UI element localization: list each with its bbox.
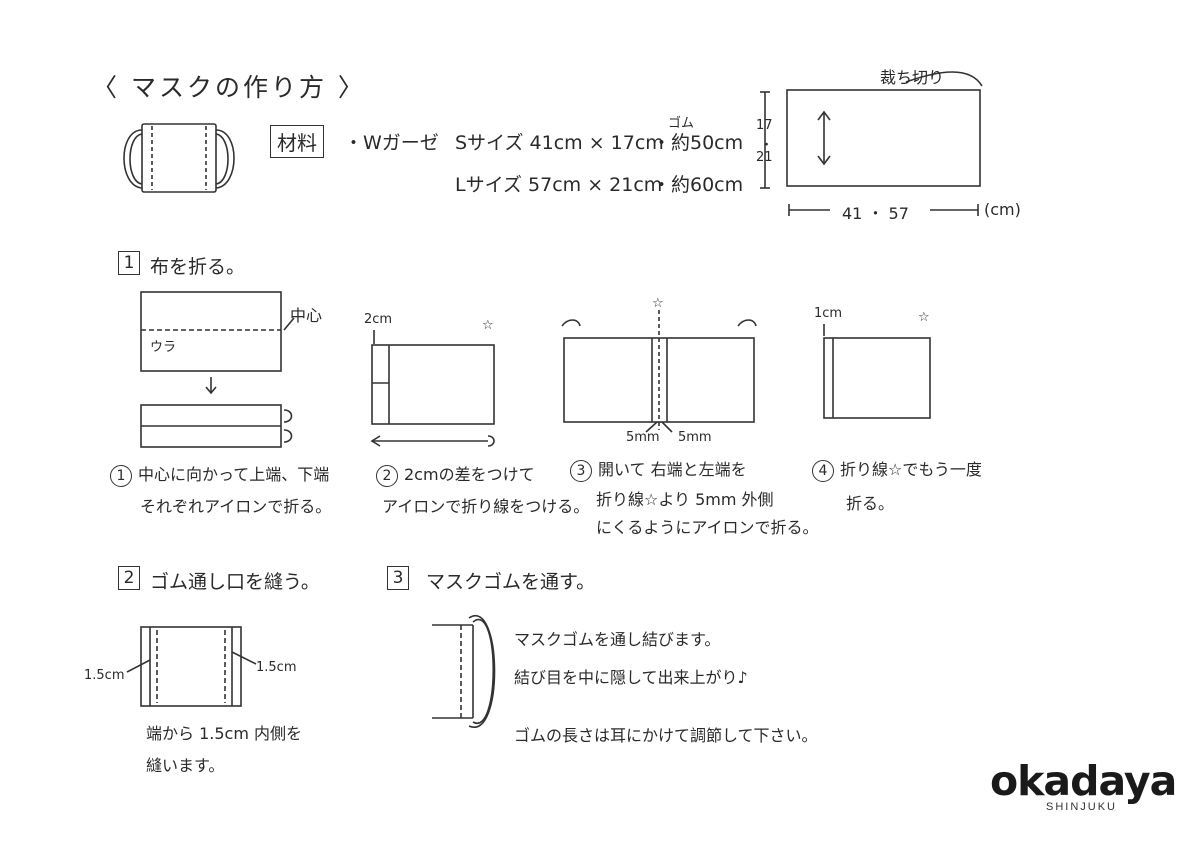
height-top: 17	[756, 118, 773, 133]
sub3-line3: にくるようにアイロンで折る。	[596, 518, 819, 537]
step3-heading: マスクゴムを通す。	[426, 571, 596, 593]
step1-number: 1	[118, 251, 140, 275]
back-label: ウラ	[150, 340, 177, 355]
okadaya-logo-sub: SHINJUKU	[1046, 801, 1118, 813]
height-sep: ・	[760, 138, 774, 153]
step3-line2: 結び目を中に隠して出来上がり♪	[514, 668, 748, 687]
elastic-drawing	[432, 614, 496, 728]
page-title: 〈 マスクの作り方 〉	[92, 73, 366, 102]
step2-heading: ゴム通し口を縫う。	[150, 571, 320, 593]
fold-fig-2	[370, 330, 495, 447]
right-margin-label: 1.5cm	[256, 660, 297, 675]
sub3-number: 3	[570, 460, 592, 482]
elastic-header: ゴム	[668, 116, 695, 131]
sub2-number: 2	[376, 465, 398, 487]
step3-line3: ゴムの長さは耳にかけて調節して下さい。	[514, 726, 818, 745]
center-mark: 中心	[290, 306, 323, 325]
star-fig3: ☆	[652, 296, 664, 311]
unit-label: (cm)	[984, 200, 1021, 219]
width-label: 41 ・ 57	[842, 204, 909, 223]
cut-diagram-drawing	[760, 71, 983, 216]
fabric-text: ・Wガーゼ	[344, 132, 439, 154]
l-elastic-text: ・約60cm	[652, 174, 744, 196]
fold-fig-1	[140, 291, 295, 448]
finished-mask-drawing	[123, 123, 235, 193]
sub1-line2: それぞれアイロンで折る。	[140, 497, 332, 516]
step2-line1: 端から 1.5cm 内側を	[146, 724, 303, 743]
sub3-line2: 折り線☆より 5mm 外側	[596, 490, 774, 509]
sub4-number: 4	[812, 460, 834, 482]
step3-line1: マスクゴムを通し結びます。	[514, 630, 721, 649]
height-bottom: 21	[756, 150, 773, 165]
cm2-label: 2cm	[364, 312, 393, 327]
cut-label: 裁ち切り	[880, 68, 945, 87]
cm1-label: 1cm	[814, 306, 843, 321]
left-margin-label: 1.5cm	[84, 668, 125, 683]
sub4-line2: 折る。	[846, 494, 895, 513]
mm5-left: 5mm	[626, 430, 660, 445]
star-fig2: ☆	[482, 318, 494, 333]
s-elastic-text: ・約50cm	[652, 132, 744, 154]
step2-number: 2	[118, 566, 140, 590]
step1-heading: 布を折る。	[150, 256, 246, 278]
l-size-text: Lサイズ 57cm × 21cm	[455, 174, 663, 196]
s-size-text: Sサイズ 41cm × 17cm	[455, 132, 664, 154]
sew-drawing	[126, 626, 257, 707]
mm5-right: 5mm	[678, 430, 712, 445]
sub1-number: 1	[110, 465, 132, 487]
materials-label: 材料	[270, 125, 324, 158]
step3-number: 3	[387, 566, 409, 590]
step2-line2: 縫います。	[146, 756, 225, 775]
star-fig4: ☆	[918, 310, 930, 325]
fold-fig-4	[823, 324, 931, 419]
sub2-line2: アイロンで折り線をつける。	[382, 497, 590, 516]
okadaya-logo: okadaya	[990, 757, 1177, 805]
fold-fig-3	[561, 310, 757, 433]
